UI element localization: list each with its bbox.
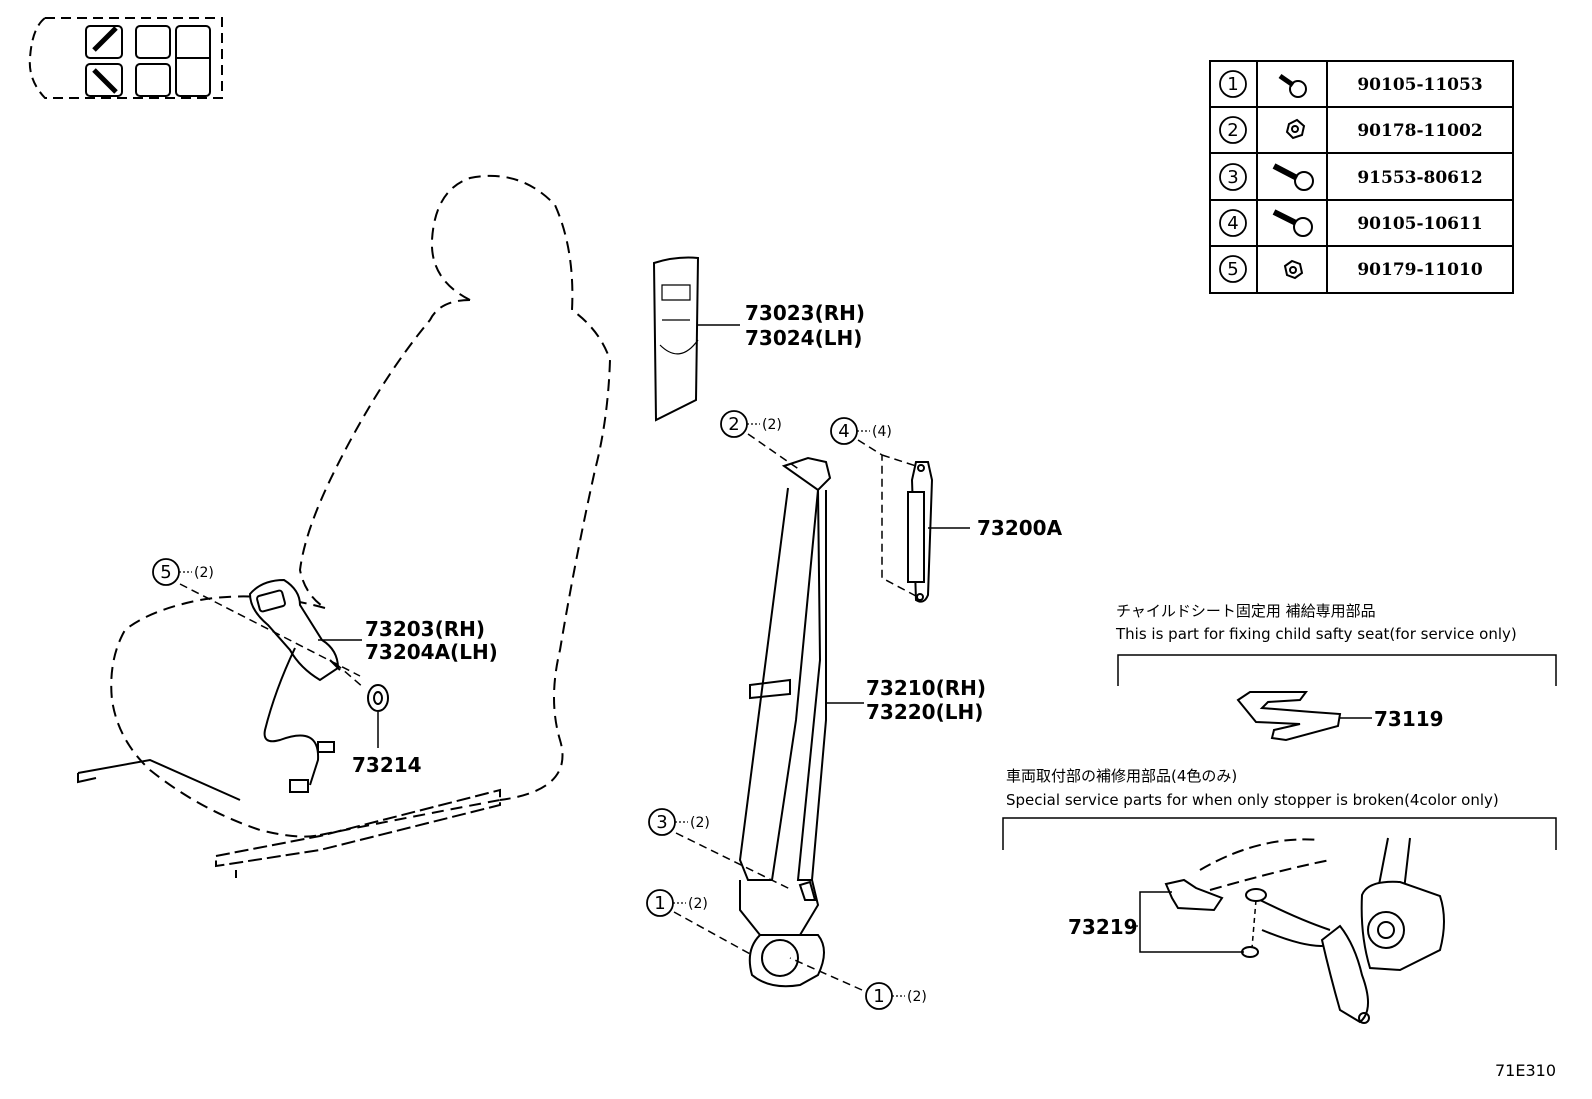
part-label[interactable]: 73200A (977, 516, 1063, 540)
callout-qty: (2) (688, 896, 708, 912)
note-jp: チャイルドシート固定用 補給専用部品 (1116, 602, 1376, 620)
diagram-code: 71E310 (1495, 1061, 1556, 1080)
part-number[interactable]: 90179-11010 (1357, 260, 1483, 280)
callout-qty: (2) (194, 565, 214, 581)
part-number[interactable]: 90178-11002 (1357, 121, 1482, 141)
part-label[interactable]: 73024(LH) (745, 326, 862, 350)
part-label[interactable]: 73119 (1374, 707, 1444, 731)
fastener-table: 1 90105-11053 2 90178-11002 3 91553-8061… (1209, 60, 1514, 294)
seat-outline (110, 174, 612, 838)
flange-nut-icon (1285, 118, 1306, 140)
seat-belt-assembly (738, 456, 832, 988)
callout-4: 4 (4) (830, 417, 892, 445)
height-adjuster (907, 461, 934, 603)
note-en: Special service parts for when only stop… (1006, 791, 1499, 809)
table-row: 4 90105-10611 (1219, 209, 1483, 237)
table-ref: 5 (1227, 259, 1238, 280)
child-seat-anchor-bracket (1236, 691, 1342, 742)
table-ref: 1 (1227, 74, 1238, 95)
callout-qty: (2) (762, 417, 782, 433)
table-row: 5 90179-11010 (1219, 255, 1483, 283)
seat-belt-buckle (248, 578, 341, 793)
seat-rail (77, 758, 501, 878)
table-ref: 3 (1227, 167, 1238, 188)
seat-locator-icon (28, 17, 223, 99)
callout-ref: 4 (838, 421, 849, 442)
part-label[interactable]: 73214 (352, 753, 422, 777)
callout-ref: 1 (654, 893, 665, 914)
part-number[interactable]: 91553-80612 (1357, 168, 1482, 188)
callout-ref: 2 (728, 414, 739, 435)
callout-5: 5 (2) (152, 558, 214, 586)
stopper-clip (1164, 878, 1267, 958)
bolt-icon (1272, 163, 1314, 191)
part-label[interactable]: 73204A(LH) (365, 640, 498, 664)
callout-ref: 5 (160, 562, 171, 583)
callout-1: 1 (2) (865, 982, 927, 1010)
table-ref: 4 (1227, 213, 1238, 234)
nut-icon (1283, 259, 1304, 280)
part-label[interactable]: 73220(LH) (866, 700, 983, 724)
callout-qty: (2) (907, 989, 927, 1005)
table-row: 3 91553-80612 (1219, 163, 1483, 191)
table-row: 1 90105-11053 (1219, 70, 1483, 98)
table-ref: 2 (1227, 120, 1238, 141)
table-row: 2 90178-11002 (1219, 116, 1483, 144)
part-label[interactable]: 73210(RH) (866, 676, 986, 700)
part-label[interactable]: 73203(RH) (365, 617, 485, 641)
part-number[interactable]: 90105-11053 (1357, 75, 1482, 95)
callout-2: 2 (2) (720, 410, 782, 438)
pillar-garnish (652, 256, 700, 422)
callout-qty: (2) (690, 815, 710, 831)
spacer-washer (367, 684, 389, 712)
callout-ref: 3 (656, 812, 667, 833)
note-en: This is part for fixing child safty seat… (1115, 625, 1517, 643)
callout-ref: 1 (873, 986, 884, 1007)
flange-bolt-icon (1272, 209, 1313, 237)
flange-bolt-icon (1278, 73, 1307, 98)
part-label[interactable]: 73219 (1068, 915, 1138, 939)
part-number[interactable]: 90105-10611 (1357, 214, 1482, 234)
note-jp: 車両取付部の補修用部品(4色のみ) (1006, 767, 1237, 785)
belt-retractor-detail (1199, 837, 1445, 1024)
callout-3: 3 (2) (648, 808, 710, 836)
callout-qty: (4) (872, 424, 892, 440)
callout-1: 1 (2) (646, 889, 708, 917)
part-label[interactable]: 73023(RH) (745, 301, 865, 325)
